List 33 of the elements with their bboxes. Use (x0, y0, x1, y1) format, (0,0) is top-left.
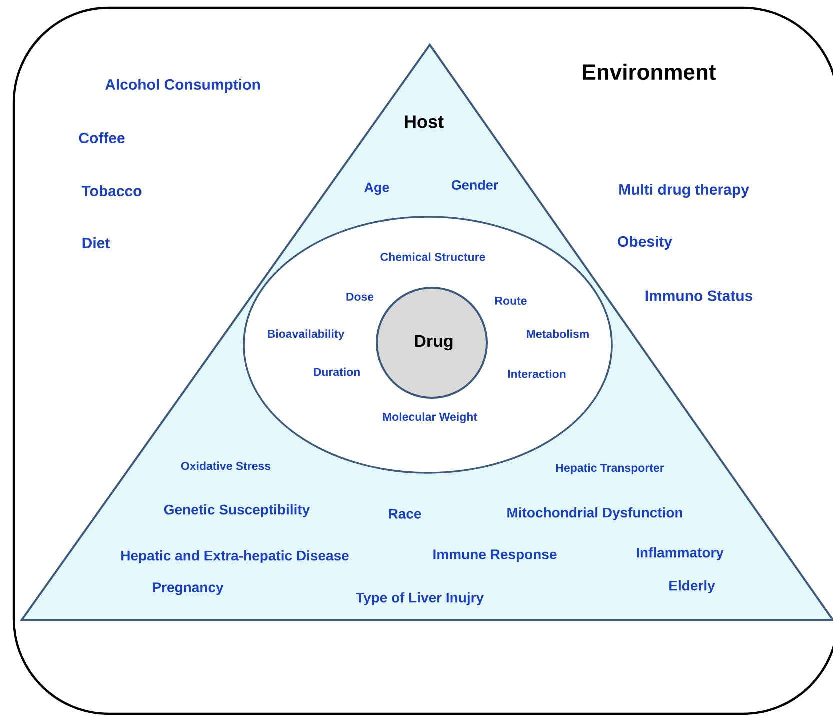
factor-label: Hepatic Transporter (556, 464, 664, 474)
factor-label: Molecular Weight (383, 412, 478, 424)
factor-label: Duration (314, 368, 360, 376)
environment-box (12, 6, 833, 716)
factor-label: Inflammatory (637, 547, 724, 561)
factor-label: Obesity (618, 236, 672, 250)
factor-label: Pregnancy (153, 582, 224, 596)
factor-label: Alcohol Consumption (105, 79, 260, 93)
factor-label: Gender (452, 180, 498, 190)
factor-label: Immuno Status (646, 290, 753, 302)
factor-label: Coffee (79, 132, 125, 144)
factor-label: Elderly (670, 580, 716, 594)
factor-label: Diet (82, 238, 110, 248)
factor-label: Multi drug therapy (620, 184, 750, 198)
factor-label: Oxidative Stress (181, 462, 271, 470)
factor-label: Mitochondrial Dysfunction (508, 507, 682, 521)
factor-label: Age (364, 182, 390, 196)
factor-label: Interaction (508, 370, 566, 378)
factor-label: Tobacco (82, 186, 142, 196)
factor-label: Race (389, 509, 422, 519)
heading-label: Host (405, 116, 444, 128)
factor-label: Bioavailability (268, 330, 345, 340)
heading-label: Drug (415, 335, 453, 351)
factor-label: Immune Response (434, 550, 557, 562)
factor-label: Route (495, 297, 527, 306)
factor-label: Dose (346, 293, 374, 302)
factor-label: Chemical Structure (380, 252, 486, 262)
factor-label: Genetic Susceptibility (164, 504, 310, 518)
drug-circle (376, 287, 488, 399)
factor-label: Metabolism (527, 330, 589, 338)
factor-label: Hepatic and Extra-hepatic Disease (122, 550, 349, 564)
factor-label: Type of Liver Inujry (356, 592, 484, 606)
heading-label: Environment (583, 64, 716, 80)
